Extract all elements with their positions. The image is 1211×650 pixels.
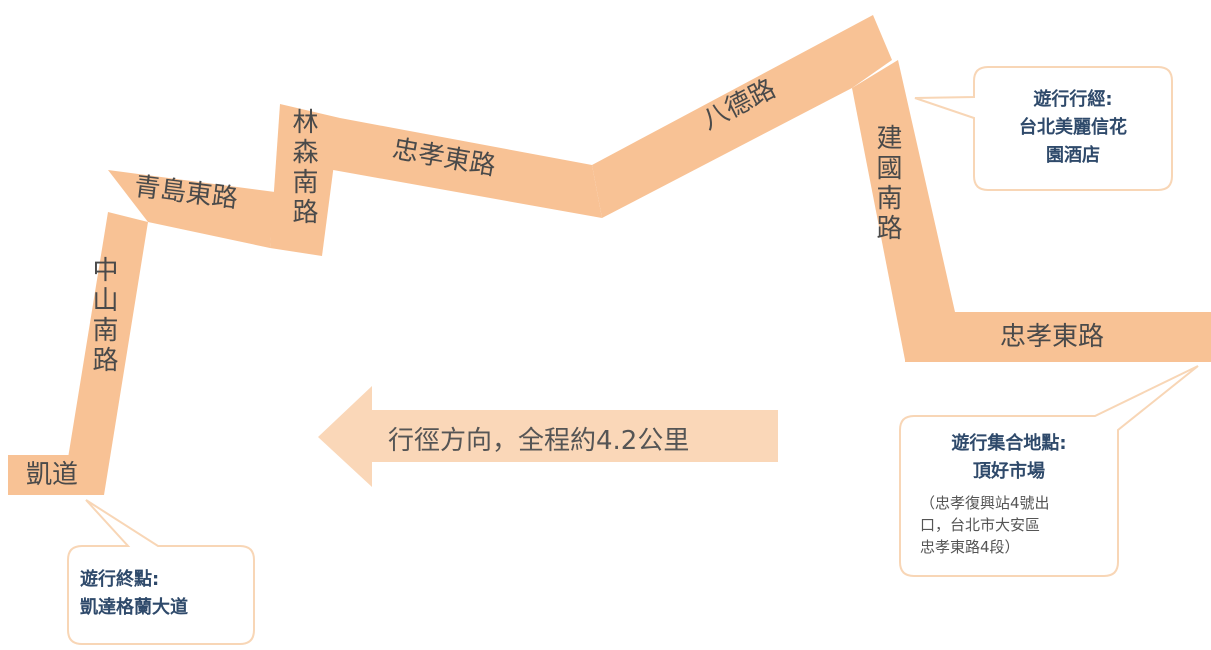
callout-start	[899, 365, 1199, 577]
road-bade	[592, 15, 892, 218]
route-path	[8, 15, 1211, 495]
road-zhongshan-south	[62, 212, 148, 495]
callout-start-heading: 遊行集合地點: 頂好市場	[900, 430, 1118, 486]
callout-via-text: 遊行行經: 台北美麗信花 園酒店	[974, 86, 1172, 170]
callout-via-line2: 園酒店	[1046, 145, 1100, 166]
callout-start-title: 遊行集合地點:	[951, 433, 1067, 454]
callout-start-detail1: （忠孝復興站4號出	[920, 494, 1050, 512]
callout-end-name: 凱達格蘭大道	[80, 597, 188, 618]
direction-label: 行徑方向，全程約4.2公里	[388, 426, 690, 456]
road-label-jianguo-south: 建國南路	[872, 124, 902, 244]
callout-end	[67, 499, 255, 645]
callout-via	[914, 66, 1173, 191]
road-label-kaidao: 凱道	[26, 460, 79, 490]
direction-arrow	[318, 386, 778, 487]
road-zhongxiao-east-1	[322, 118, 602, 218]
road-qingdao-east	[108, 170, 275, 248]
callout-via-line1: 台北美麗信花	[1019, 117, 1127, 138]
callout-end-text: 遊行終點: 凱達格蘭大道	[80, 566, 188, 622]
callout-start-name: 頂好市場	[973, 461, 1045, 482]
callout-end-title: 遊行終點:	[80, 569, 160, 590]
callout-start-detail3: 忠孝東路4段）	[920, 538, 1020, 556]
road-zhongxiao-east-2	[905, 312, 1211, 362]
road-jianguo-south	[852, 60, 955, 360]
callout-via-title: 遊行行經:	[1033, 89, 1113, 110]
road-label-zhongxiao-east-2: 忠孝東路	[1000, 322, 1105, 352]
road-linsen-south	[270, 104, 340, 256]
road-label-linsen-south: 林森南路	[288, 108, 318, 228]
road-label-zhongshan-south: 中山南路	[88, 256, 118, 376]
callout-start-detail: （忠孝復興站4號出 口，台北市大安區 忠孝東路4段）	[920, 492, 1110, 558]
callout-start-detail2: 口，台北市大安區	[920, 516, 1041, 534]
